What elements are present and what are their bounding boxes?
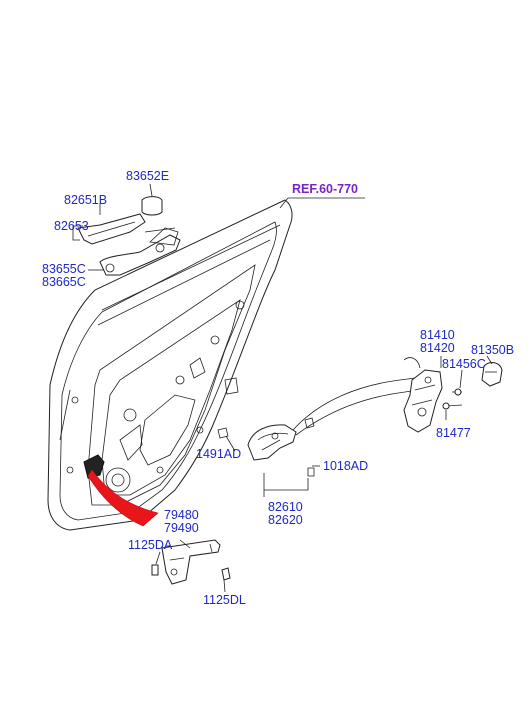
label-83652E: 83652E [126,169,169,183]
label-1125DL: 1125DL [203,593,246,607]
label-82653: 82653 [54,219,89,233]
label-83665C: 83665C [42,275,86,289]
outside-handle-assembly [77,196,181,276]
label-82610: 82610 [268,500,303,514]
label-82651B: 82651B [64,193,107,207]
label-81410: 81410 [420,328,455,342]
label-79490: 79490 [164,521,199,535]
label-81350B: 81350B [471,343,514,357]
label-79480: 79480 [164,508,199,522]
label-83655C: 83655C [42,262,86,276]
ref-label[interactable]: REF.60-770 [292,182,358,196]
label-82620: 82620 [268,513,303,527]
highlight-arrow [87,469,159,527]
inside-handle [217,424,315,477]
lock-cable-lower [295,389,419,436]
lock-cable-upper [292,377,416,431]
door-panel [47,199,293,531]
label-81456C: 81456C [442,357,486,371]
label-1491AD: 1491AD [196,447,241,461]
door-latch-mechanism [83,454,105,479]
leader-lines [72,183,493,593]
label-1125DA: 1125DA [128,538,173,552]
label-1018AD: 1018AD [323,459,368,473]
door-latch-assembly [403,357,503,433]
door-checker [151,539,231,585]
label-81477: 81477 [436,426,471,440]
label-81420: 81420 [420,341,455,355]
